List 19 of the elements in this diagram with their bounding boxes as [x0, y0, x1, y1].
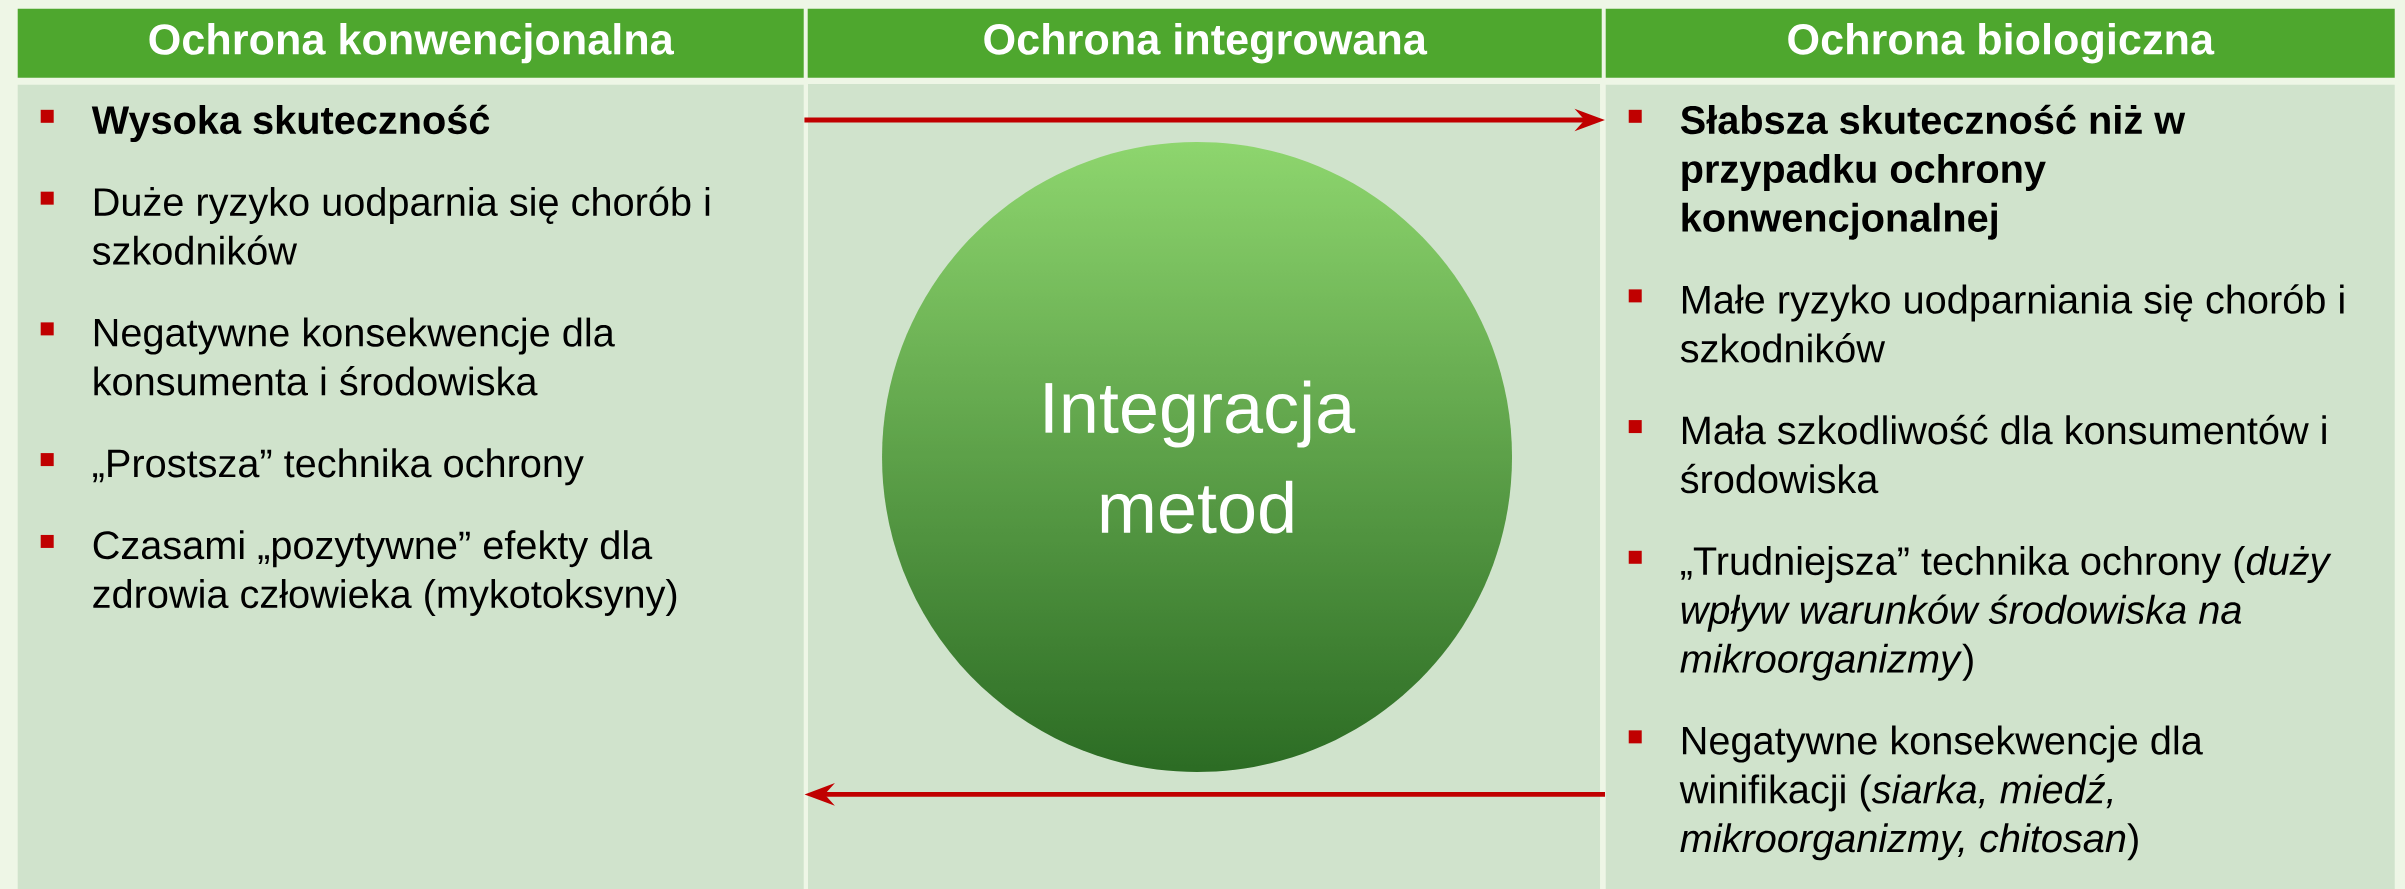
header-cell — [1605, 8, 2395, 78]
header-text: Ochrona konwencjonalna — [149, 23, 674, 64]
bullet-text: „Trudniejsza” technika ochrony (duży wpływ warunków środowiska na mikroorganizmy) — [1680, 546, 2332, 681]
header-cell — [17, 8, 804, 78]
bullet-text: Duże ryzyko uodparnia się chorób i szkodników — [92, 186, 710, 265]
bullet-text: Małe ryzyko uodparniania się chorób i szkodników — [1680, 284, 2344, 363]
header-text: Ochrona biologiczna — [1788, 22, 2215, 64]
circle-text: Integracja metod — [1045, 380, 1356, 534]
bullet-text: Czasami „pozytywne” efekty dla zdrowia człowieka (mykotoksyny) — [93, 530, 677, 616]
header-text: Ochrona integrowana — [984, 22, 1428, 64]
bullet-text: Wysoka skuteczność — [91, 104, 490, 143]
bullet-text: Negatywne konsekwencje dla winifikacji (siarka, miedź, mikroorganizmy, chitosan) — [1679, 725, 2203, 861]
bullet-text: Słabsza skuteczność niż w przypadku ochrony konwencjonalnej — [1680, 104, 2186, 240]
table-cell — [1605, 84, 2395, 889]
bullet-text: „Prostsza” technika ochrony — [93, 448, 584, 486]
bullet-text: Negatywne konsekwencje dla konsumenta i środowiska — [94, 317, 615, 396]
table-cell — [17, 84, 804, 889]
bullet-text: Mała szkodliwość dla konsumentów i środowiska — [1680, 414, 2326, 494]
header-cell — [807, 8, 1602, 78]
